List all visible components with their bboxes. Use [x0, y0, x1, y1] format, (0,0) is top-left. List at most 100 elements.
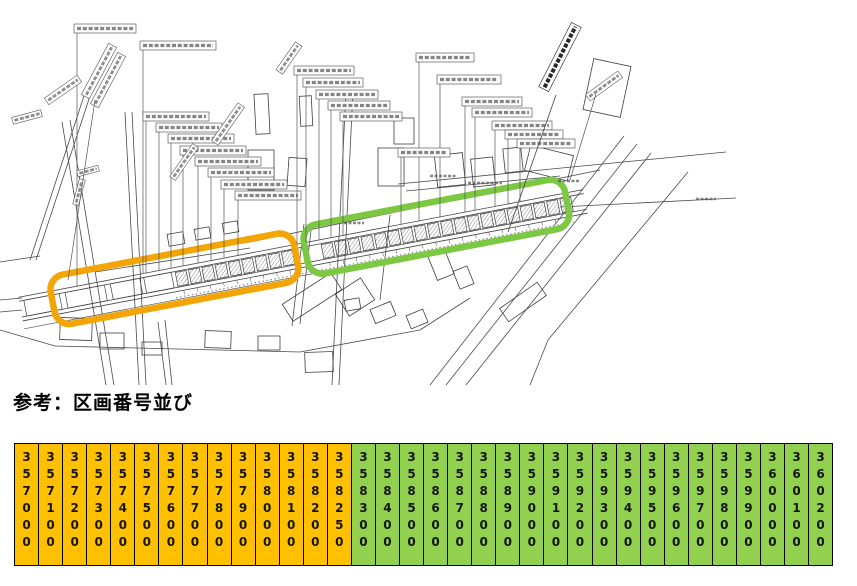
rotated-parcel-label [538, 22, 582, 92]
block-digit: 3 [214, 450, 224, 464]
block-digit: 5 [190, 467, 200, 481]
block-digit: 0 [190, 518, 200, 532]
block-digit: 1 [551, 501, 561, 515]
block-digit: 5 [166, 467, 176, 481]
block-digit: 7 [70, 484, 79, 498]
block-digit: 0 [407, 535, 416, 549]
block-digit: 9 [623, 484, 633, 498]
block-digit: 9 [238, 501, 248, 515]
block-digit: 0 [696, 535, 705, 549]
green-highlight-outline [300, 176, 573, 277]
block-digit: 0 [479, 535, 488, 549]
rotated-parcel-label [169, 143, 199, 181]
block-digit: 4 [383, 501, 392, 515]
block-digit: 0 [407, 518, 416, 532]
block-digit: 8 [503, 484, 512, 498]
block-digit: 0 [118, 535, 127, 549]
block-digit: 0 [262, 501, 272, 515]
block-digit: 0 [768, 484, 777, 498]
block-digit: 0 [166, 518, 176, 532]
block-digit: 0 [744, 518, 753, 532]
block-digit: 5 [118, 467, 127, 481]
block-digit: 6 [816, 467, 825, 481]
block-digit: 4 [118, 501, 127, 515]
rotated-parcel-label [43, 74, 83, 106]
block-digit: 7 [190, 501, 200, 515]
block-digit: 8 [335, 484, 344, 498]
block-digit: 5 [407, 501, 416, 515]
orange-highlight-outline [47, 230, 302, 328]
block-digit: 3 [311, 450, 320, 464]
block-digit: 3 [142, 450, 152, 464]
rotated-parcel-label [211, 102, 245, 146]
block-digit: 1 [792, 501, 801, 515]
block-digit: 7 [94, 484, 103, 498]
block-digit: 3 [262, 450, 272, 464]
block-digit: 0 [70, 518, 79, 532]
block-digit: 3 [527, 450, 537, 464]
block-digit: 9 [744, 501, 753, 515]
block-digit: 5 [575, 467, 585, 481]
block-digit: 5 [287, 467, 296, 481]
block-digit: 0 [720, 518, 729, 532]
block-digit: 8 [407, 484, 416, 498]
block-digit: 0 [431, 518, 440, 532]
parcel-label-box [315, 89, 379, 100]
block-digit: 0 [70, 535, 79, 549]
block-digit: 5 [335, 518, 344, 532]
block-digit: 0 [575, 518, 585, 532]
block-digit: 0 [311, 518, 320, 532]
block-digit: 0 [22, 501, 31, 515]
block-digit: 7 [214, 484, 224, 498]
block-digit: 3 [431, 450, 440, 464]
block-digit: 9 [744, 484, 753, 498]
block-digit: 9 [575, 484, 585, 498]
block-digit: 8 [383, 484, 392, 498]
block-digit: 8 [431, 484, 440, 498]
block-digit: 8 [479, 484, 488, 498]
block-digit: 1 [46, 501, 55, 515]
block-digit: 5 [479, 467, 488, 481]
block-digit: 3 [359, 501, 368, 515]
block-digit: 5 [262, 467, 272, 481]
block-digit: 8 [359, 484, 368, 498]
block-digit: 3 [479, 450, 488, 464]
block-digit: 0 [696, 518, 705, 532]
block-digit: 5 [455, 467, 464, 481]
block-digit: 0 [262, 535, 272, 549]
block-digit: 0 [768, 518, 777, 532]
block-digit: 0 [672, 518, 681, 532]
block-digit: 5 [359, 467, 368, 481]
block-digit: 0 [479, 518, 488, 532]
block-digit: 2 [311, 501, 320, 515]
block-digit: 5 [238, 467, 248, 481]
block-digit: 5 [311, 467, 320, 481]
block-digit: 0 [214, 535, 224, 549]
block-digit: 3 [575, 450, 585, 464]
block-digit: 8 [311, 484, 320, 498]
block-digit: 5 [599, 467, 609, 481]
block-digit: 5 [407, 467, 416, 481]
block-digit: 0 [262, 518, 272, 532]
block-digit: 3 [383, 450, 392, 464]
block-digit: 0 [792, 535, 801, 549]
block-digit: 5 [214, 467, 224, 481]
block-digit: 5 [70, 467, 79, 481]
block-digit: 5 [672, 467, 681, 481]
